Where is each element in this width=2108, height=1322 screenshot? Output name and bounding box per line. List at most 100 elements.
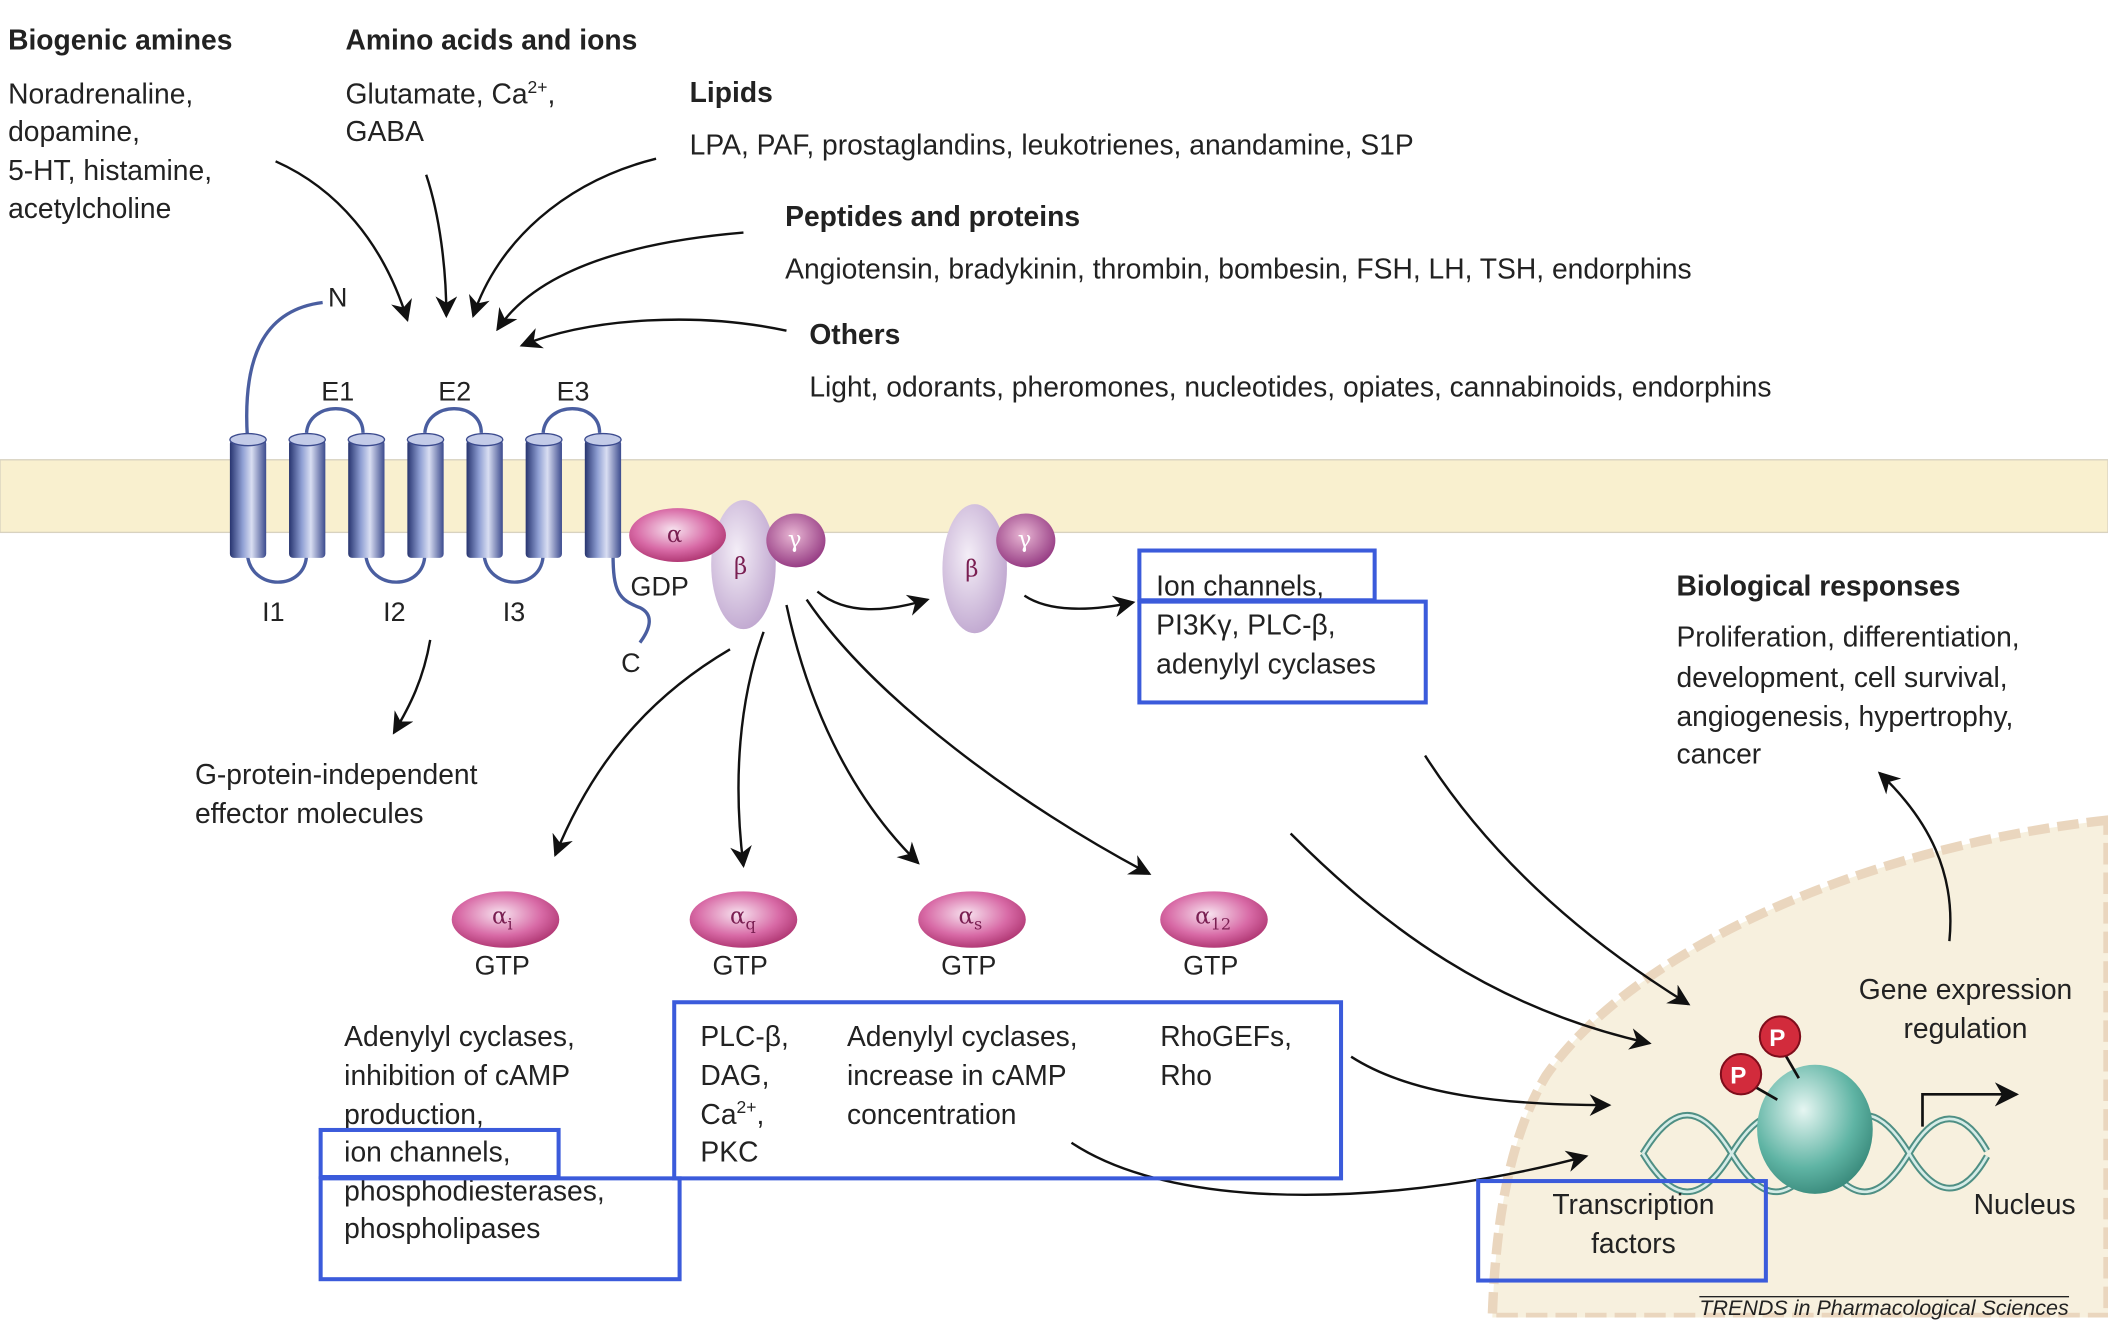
phospho-circle-2 [1758,1015,1802,1058]
helix-3 [347,432,386,558]
alpha-12-oval [1160,891,1268,948]
dna-and-transcription [1639,1015,2020,1195]
n-terminus-label: N [328,283,348,314]
bg-effector-line-3: adenylyl cyclases [1156,649,1376,681]
free-gamma-subunit [996,513,1056,568]
biological-responses-line-1: Proliferation, differentiation, [1676,622,2020,654]
alpha-gtp-ovals [451,891,1268,948]
peptides-title: Peptides and proteins [785,201,1081,233]
transcription-start-arrow [1921,1082,2020,1127]
transcription-factor-sphere [1757,1064,1873,1194]
highlight-ai-effectors [318,1176,682,1282]
transcription-factors-line-1: Transcription [1552,1189,1715,1221]
loop-i2-label: I2 [383,598,406,628]
receptor-loops [245,300,651,644]
alpha-12-gtp: GTP [1183,951,1239,982]
independent-effector-line-2: effector molecules [194,798,424,830]
biogenic-amines-line-1: Noradrenaline, [8,79,194,111]
lipids-title: Lipids [689,77,773,109]
a12-effector-line-2: Rho [1160,1060,1213,1092]
biogenic-amines-line-3: 5-HT, histamine, [8,155,213,187]
alpha-i-oval [451,891,560,948]
amino-acids-line-2: GABA [345,116,424,148]
lipids-text: LPA, PAF, prostaglandins, leukotrienes, … [689,130,1414,162]
ai-effector-line-6: phospholipases [344,1213,541,1245]
gene-expression-line-1: Gene expression [1858,974,2073,1006]
loop-e2-label: E2 [438,377,472,408]
alpha-q-gtp: GTP [712,951,768,982]
biological-responses-line-2: development, cell survival, [1676,662,2008,694]
others-title: Others [809,319,901,351]
free-gamma-symbol: γ [1017,527,1032,554]
a12-effector-line-1: RhoGEFs, [1160,1021,1293,1053]
alpha-s-symbol: αs [958,903,983,934]
bg-effector-line-2: PI3Kγ, PLC-β, [1156,610,1336,642]
highlight-bg-effectors [1137,599,1428,705]
phospho-label-1: P [1730,1062,1747,1089]
transcription-factors-line-2: factors [1591,1228,1676,1260]
gdp-label: GDP [630,572,689,603]
ai-effector-line-3: production, [344,1099,484,1131]
receptor-helices [229,432,622,558]
phospho-label-2: P [1769,1024,1786,1052]
biological-responses-line-4: cancer [1676,739,1762,771]
heterotrimeric-g-protein [629,500,826,630]
helix-6 [524,432,563,558]
arrows [275,157,1952,1197]
loop-e1-label: E1 [321,377,355,408]
ai-effector-line-1: Adenylyl cyclases, [344,1021,575,1053]
biogenic-amines-line-2: dopamine, [8,116,140,148]
bg-effector-line-1: Ion channels, [1156,571,1325,603]
c-terminus-label: C [621,649,641,679]
biogenic-amines-title: Biogenic amines [8,25,233,57]
phospho-circle-1 [1719,1053,1763,1096]
highlight-transcription-factors [1476,1179,1768,1283]
free-beta-subunit [942,504,1007,634]
aq-effector-line-2: DAG, [700,1060,770,1092]
helix-5 [465,432,504,558]
alpha-i-gtp: GTP [474,951,530,982]
alpha-12-symbol: α12 [1195,903,1232,934]
gene-expression-line-2: regulation [1903,1013,2028,1045]
biological-responses-line-3: angiogenesis, hypertrophy, [1676,701,2014,733]
alpha-s-gtp: GTP [941,951,997,982]
others-text: Light, odorants, pheromones, nucleotides… [809,372,1772,404]
helix-4 [406,432,445,558]
aq-effector-line-1: PLC-β, [700,1021,789,1053]
gamma-symbol: γ [787,527,802,554]
amino-acids-title: Amino acids and ions [345,25,638,57]
loop-i1-label: I1 [262,598,285,628]
amino-acids-line-1: Glutamate, Ca2+, [345,76,556,111]
beta-symbol: β [734,553,748,581]
alpha-s-oval [918,891,1026,948]
helix-1 [229,432,267,558]
free-beta-symbol: β [965,556,979,584]
free-beta-gamma [942,504,1056,634]
alpha-q-oval [689,891,798,948]
gamma-subunit [766,513,826,568]
highlight-ion-channels [1137,548,1377,603]
helix-2 [288,432,327,558]
as-effector-line-3: concentration [846,1099,1017,1131]
biological-responses-title: Biological responses [1676,571,1961,603]
loop-e3-label: E3 [556,377,590,408]
aq-effector-line-4: PKC [700,1137,759,1169]
as-effector-line-2: increase in cAMP [846,1060,1067,1092]
alpha-i-symbol: αi [492,903,513,934]
as-effector-line-1: Adenylyl cyclases, [846,1021,1078,1053]
nucleus-label: Nucleus [1973,1189,2076,1221]
ai-effector-line-2: inhibition of cAMP [344,1060,571,1092]
ai-effector-line-5: phosphodiesterases, [344,1176,605,1208]
peptides-text: Angiotensin, bradykinin, thrombin, bombe… [785,254,1692,286]
alpha-subunit [629,508,726,562]
loop-i3-label: I3 [502,598,526,628]
alpha-symbol: α [666,521,683,549]
helix-7 [584,432,622,558]
aq-effector-line-3: Ca2+, [700,1097,765,1131]
independent-effector-line-1: G-protein-independent [194,759,478,791]
beta-subunit [711,500,776,630]
highlight-ion-channels-ai [318,1127,561,1180]
biogenic-amines-line-4: acetylcholine [8,193,172,225]
journal-credit: TRENDS in Pharmacological Sciences [1699,1296,2069,1321]
